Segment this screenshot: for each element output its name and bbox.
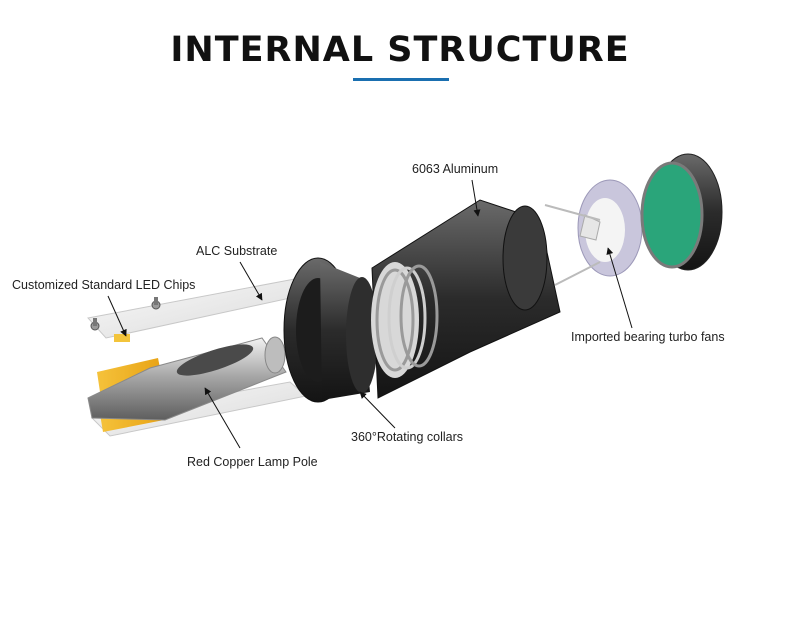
leader-line-pole: [204, 387, 241, 449]
page-title: INTERNAL STRUCTURE: [170, 30, 630, 70]
label-rotating-collars: 360°Rotating collars: [351, 430, 464, 444]
label-turbo-fans: Imported bearing turbo fans: [571, 330, 725, 344]
end-cap: [640, 153, 723, 271]
leader-line-led: [107, 295, 127, 337]
leader-line-aluminum: [471, 179, 481, 217]
label-aluminum: 6063 Aluminum: [412, 162, 499, 176]
screw-icon: [151, 297, 161, 310]
copper-lamp-pole: [87, 336, 287, 421]
title-underline: [353, 78, 449, 81]
rotating-collar: [283, 257, 378, 403]
led-chip-upper: [97, 358, 162, 392]
led-chip-small: [114, 334, 130, 342]
aluminum-body: [371, 199, 561, 399]
leader-line-fans: [606, 247, 633, 329]
screw-icon: [90, 318, 100, 331]
label-copper-pole: Red Copper Lamp Pole: [187, 455, 318, 469]
leader-line-collars: [359, 391, 396, 429]
leader-line-alc: [239, 261, 263, 301]
label-alc-substrate: ALC Substrate: [196, 244, 278, 258]
label-led-chips: Customized Standard LED Chips: [12, 278, 196, 292]
turbo-fan: [544, 179, 643, 286]
